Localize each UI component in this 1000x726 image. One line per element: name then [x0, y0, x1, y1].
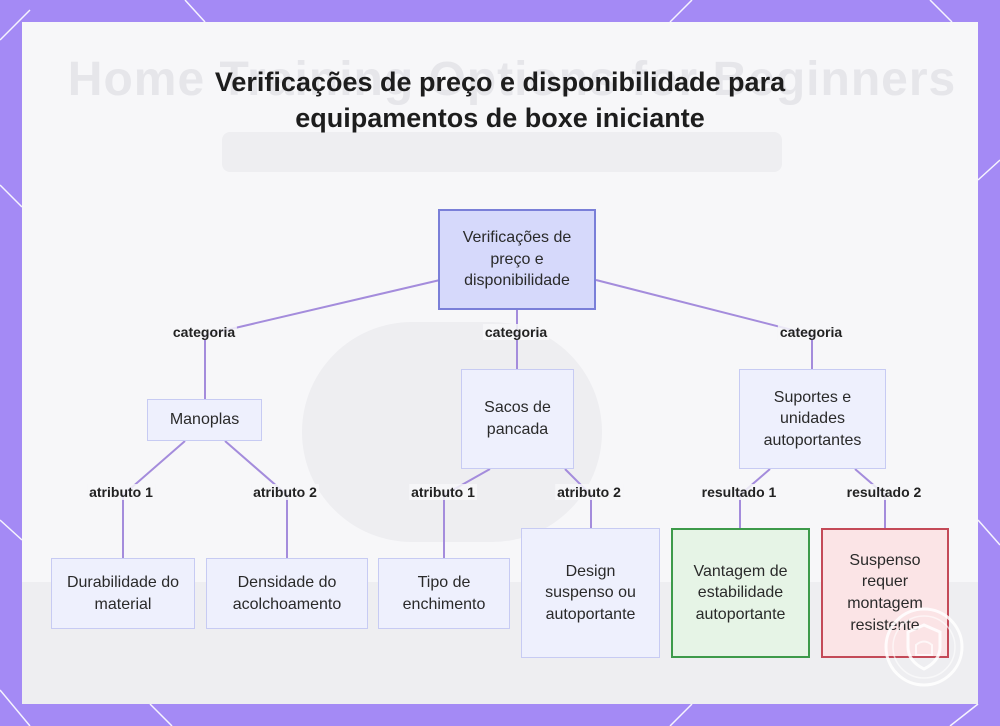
- edge-label-categoria: categoria: [483, 324, 549, 340]
- edge-label-atributo-2: atributo 2: [555, 484, 623, 500]
- node-densidade[interactable]: Densidade do acolchoamento: [206, 558, 368, 629]
- edge-label-atributo-1: atributo 1: [87, 484, 155, 500]
- node-design[interactable]: Design suspenso ou autoportante: [521, 528, 660, 658]
- node-tipo-enchimento[interactable]: Tipo de enchimento: [378, 558, 510, 629]
- edge-label-categoria: categoria: [778, 324, 844, 340]
- edge-root-manoplas: [205, 280, 440, 399]
- node-sacos-de-pancada[interactable]: Sacos de pancada: [461, 369, 574, 469]
- edge-label-atributo-1: atributo 1: [409, 484, 477, 500]
- node-durabilidade[interactable]: Durabilidade do material: [51, 558, 195, 629]
- edge-sacos-enchimento: [444, 469, 490, 558]
- edge-label-atributo-2: atributo 2: [251, 484, 319, 500]
- shield-logo-icon: [882, 605, 966, 689]
- edge-label-resultado-1: resultado 1: [700, 484, 779, 500]
- node-suportes[interactable]: Suportes e unidades autoportantes: [739, 369, 886, 469]
- node-manoplas[interactable]: Manoplas: [147, 399, 262, 441]
- edge-label-resultado-2: resultado 2: [845, 484, 924, 500]
- node-vantagem-estabilidade[interactable]: Vantagem de estabilidade autoportante: [671, 528, 810, 658]
- edge-label-categoria: categoria: [171, 324, 237, 340]
- node-root[interactable]: Verificações de preço e disponibilidade: [438, 209, 596, 310]
